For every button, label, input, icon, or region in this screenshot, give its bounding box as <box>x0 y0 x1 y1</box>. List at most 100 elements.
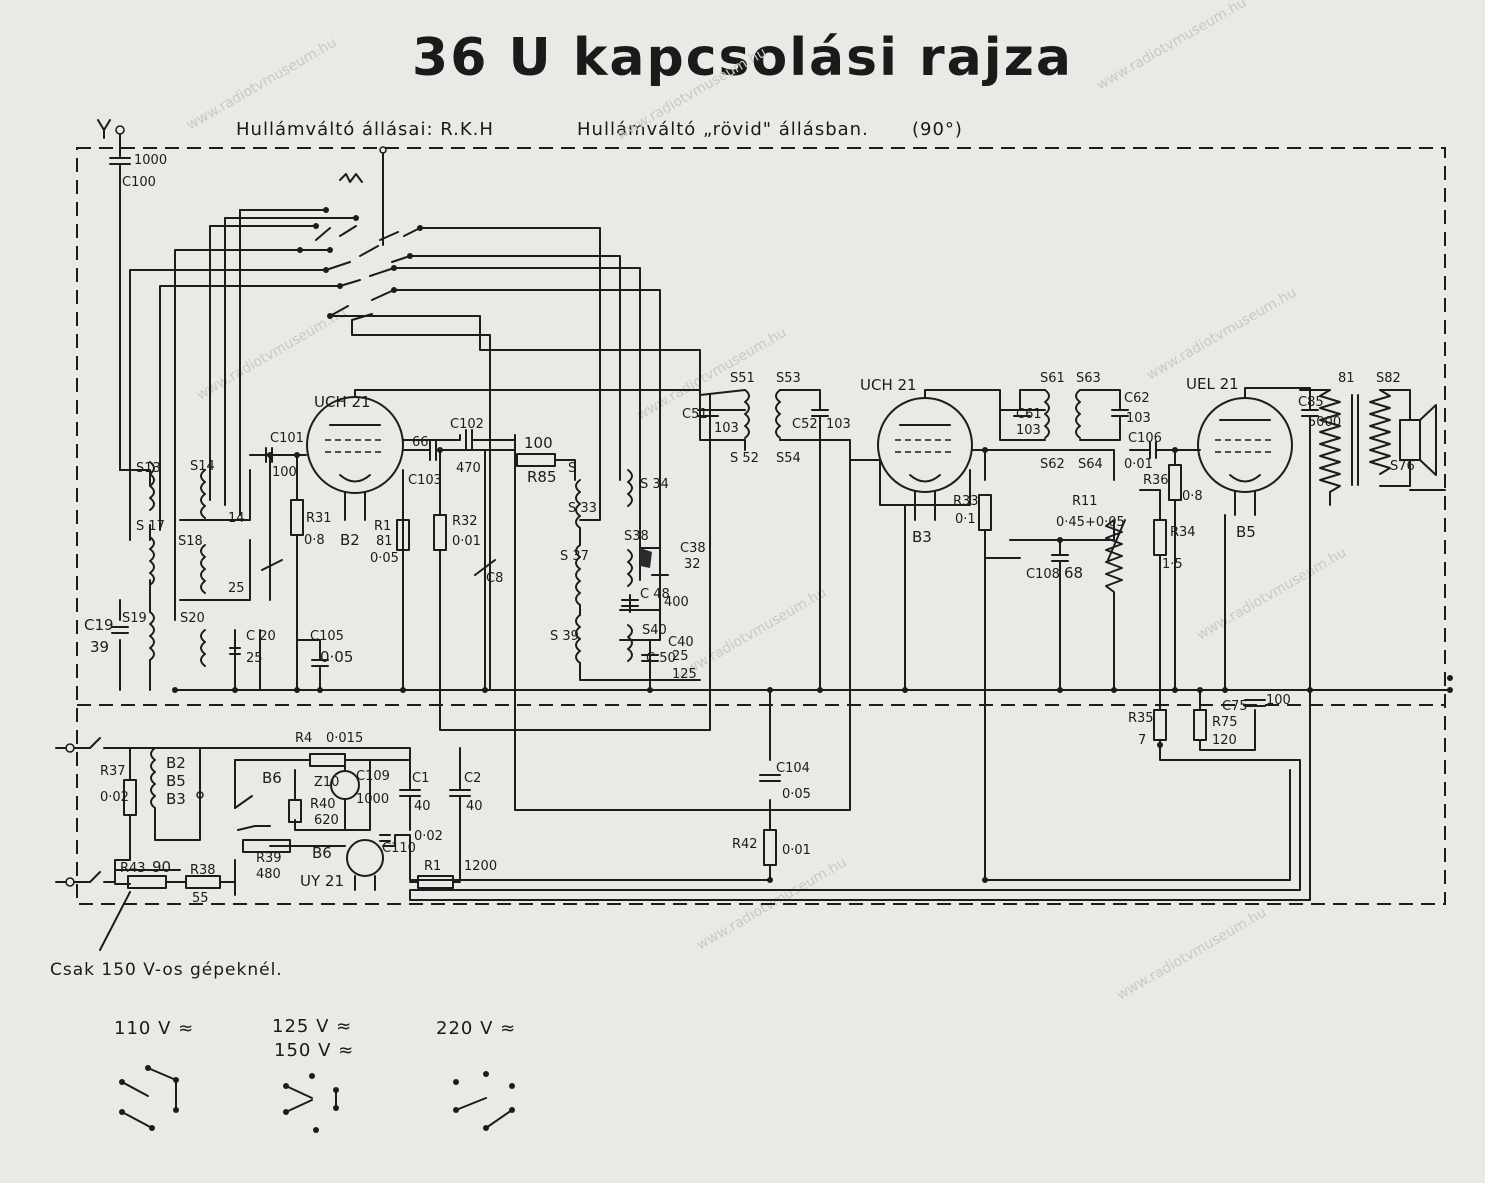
chassis-border <box>76 147 1446 905</box>
b2-label: B2 <box>340 531 360 549</box>
r85-label: R85 <box>527 468 557 486</box>
s39-label: S 39 <box>550 629 579 644</box>
c48-label: C 48 <box>640 587 670 602</box>
c51-label: C51 <box>682 407 708 422</box>
s34-label: S 34 <box>640 477 669 492</box>
s40-label: S40 <box>642 623 667 638</box>
r36-value: 0·8 <box>1182 489 1203 504</box>
s20-label: S20 <box>180 611 205 626</box>
r37-value: 0·02 <box>100 790 129 805</box>
c19-value: 39 <box>90 638 109 656</box>
c2-label: C2 <box>464 771 481 786</box>
s14-label: S14 <box>190 459 215 474</box>
oscillator-coils <box>575 469 701 691</box>
voltage-150: 150 V ≈ <box>274 1040 355 1061</box>
c62-label: C62 <box>1124 391 1150 406</box>
footnote: Csak 150 V-os gépeknél. <box>50 960 283 980</box>
c103-label: C103 <box>408 473 442 488</box>
svg-text:www.radiotvmuseum.hu: www.radiotvmuseum.hu <box>184 35 339 134</box>
s18-label: S18 <box>178 534 203 549</box>
tube1-label: UCH 21 <box>314 393 371 411</box>
c100-label: C100 <box>122 175 156 190</box>
svg-text:www.radiotvmuseum.hu: www.radiotvmuseum.hu <box>1194 545 1349 644</box>
r43-value: 90 <box>152 858 171 876</box>
c62-value: 103 <box>1126 411 1151 426</box>
r4-value: 0·015 <box>326 731 363 746</box>
c105-value: 0·05 <box>320 648 353 666</box>
rr1-value: 1200 <box>464 859 497 874</box>
c108-label: C108 <box>1026 567 1060 582</box>
selector-220 <box>453 1071 515 1131</box>
wave-switch <box>129 146 701 691</box>
c100-value: 1000 <box>134 153 167 168</box>
c103-value: 66 <box>412 435 429 450</box>
r40-label: R40 <box>310 797 336 812</box>
c109-value: 1000 <box>356 792 389 807</box>
c101-label: C101 <box>270 431 304 446</box>
if-transformer-1 <box>697 389 881 731</box>
center-wires <box>409 439 1311 901</box>
svg-text:www.radiotvmuseum.hu: www.radiotvmuseum.hu <box>1144 285 1299 384</box>
r43-label: R43 <box>120 861 146 876</box>
s53-label: S53 <box>776 371 801 386</box>
voltage-110: 110 V ≈ <box>114 1018 195 1039</box>
c61-value: 103 <box>1016 423 1041 438</box>
c20-label: C 20 <box>246 629 276 644</box>
tube2-label: UCH 21 <box>860 376 917 394</box>
c52-label: C52 <box>792 417 818 432</box>
r75-label: R75 <box>1212 715 1238 730</box>
b6-label-top: B6 <box>262 769 282 787</box>
s76-label: S76 <box>1390 459 1415 474</box>
r11-value: 0·45+0·05 <box>1056 515 1125 530</box>
c75-value: 100 <box>1266 693 1291 708</box>
c1-label: C1 <box>412 771 429 786</box>
r85-value: 100 <box>524 434 553 452</box>
selector-110 <box>119 1065 179 1131</box>
c20-value: 25 <box>246 651 263 666</box>
c104-label: C104 <box>776 761 810 776</box>
power-supply <box>55 737 471 951</box>
c40-label: C40 <box>668 635 694 650</box>
tube3-network <box>1139 449 1266 751</box>
c19-label: C19 <box>84 616 114 634</box>
c85-label: C85 <box>1298 395 1324 410</box>
s54-label: S54 <box>776 451 801 466</box>
svg-text:www.radiotvmuseum.hu: www.radiotvmuseum.hu <box>674 585 829 684</box>
r42-label: R42 <box>732 837 758 852</box>
rr1-label: R1 <box>424 859 441 874</box>
s17-label: S 17 <box>136 519 165 534</box>
r33-value: 0·1 <box>955 512 976 527</box>
r32-label: R32 <box>452 514 478 529</box>
c85-value: 5000 <box>1308 415 1341 430</box>
r1-value: 81 <box>376 534 393 549</box>
svg-text:www.radiotvmuseum.hu: www.radiotvmuseum.hu <box>1114 905 1269 1004</box>
switch-positions-label: Hullámváltó állásai: R.K.H <box>236 119 494 140</box>
c106-label: C106 <box>1128 431 1162 446</box>
s61-label: S61 <box>1040 371 1065 386</box>
c8-label: C8 <box>486 571 503 586</box>
r34-value: 1·5 <box>1162 557 1183 572</box>
antenna-symbol <box>97 119 131 471</box>
c40-value: 25 <box>672 649 689 664</box>
r39-value: 480 <box>256 867 281 882</box>
c52-value: 103 <box>826 417 851 432</box>
b5-supply-label: B5 <box>166 772 186 790</box>
c38-label: C38 <box>680 541 706 556</box>
tube4-label: UY 21 <box>300 872 344 890</box>
z10-label: Z10 <box>314 775 339 790</box>
s13-label: S13 <box>136 461 161 476</box>
tube-uch21-second <box>877 389 1021 521</box>
r33-label: R33 <box>953 494 979 509</box>
c48-value: 400 <box>664 595 689 610</box>
c104-value: 0·05 <box>782 787 811 802</box>
s37-label: S 37 <box>560 549 589 564</box>
output-transformer <box>1299 389 1446 691</box>
c102-label: C102 <box>450 417 484 432</box>
input-coils <box>111 461 261 691</box>
c2-value: 40 <box>466 799 483 814</box>
c61-label: C61 <box>1016 407 1042 422</box>
c105-label: C105 <box>310 629 344 644</box>
c50-label: C 50 <box>646 651 676 666</box>
